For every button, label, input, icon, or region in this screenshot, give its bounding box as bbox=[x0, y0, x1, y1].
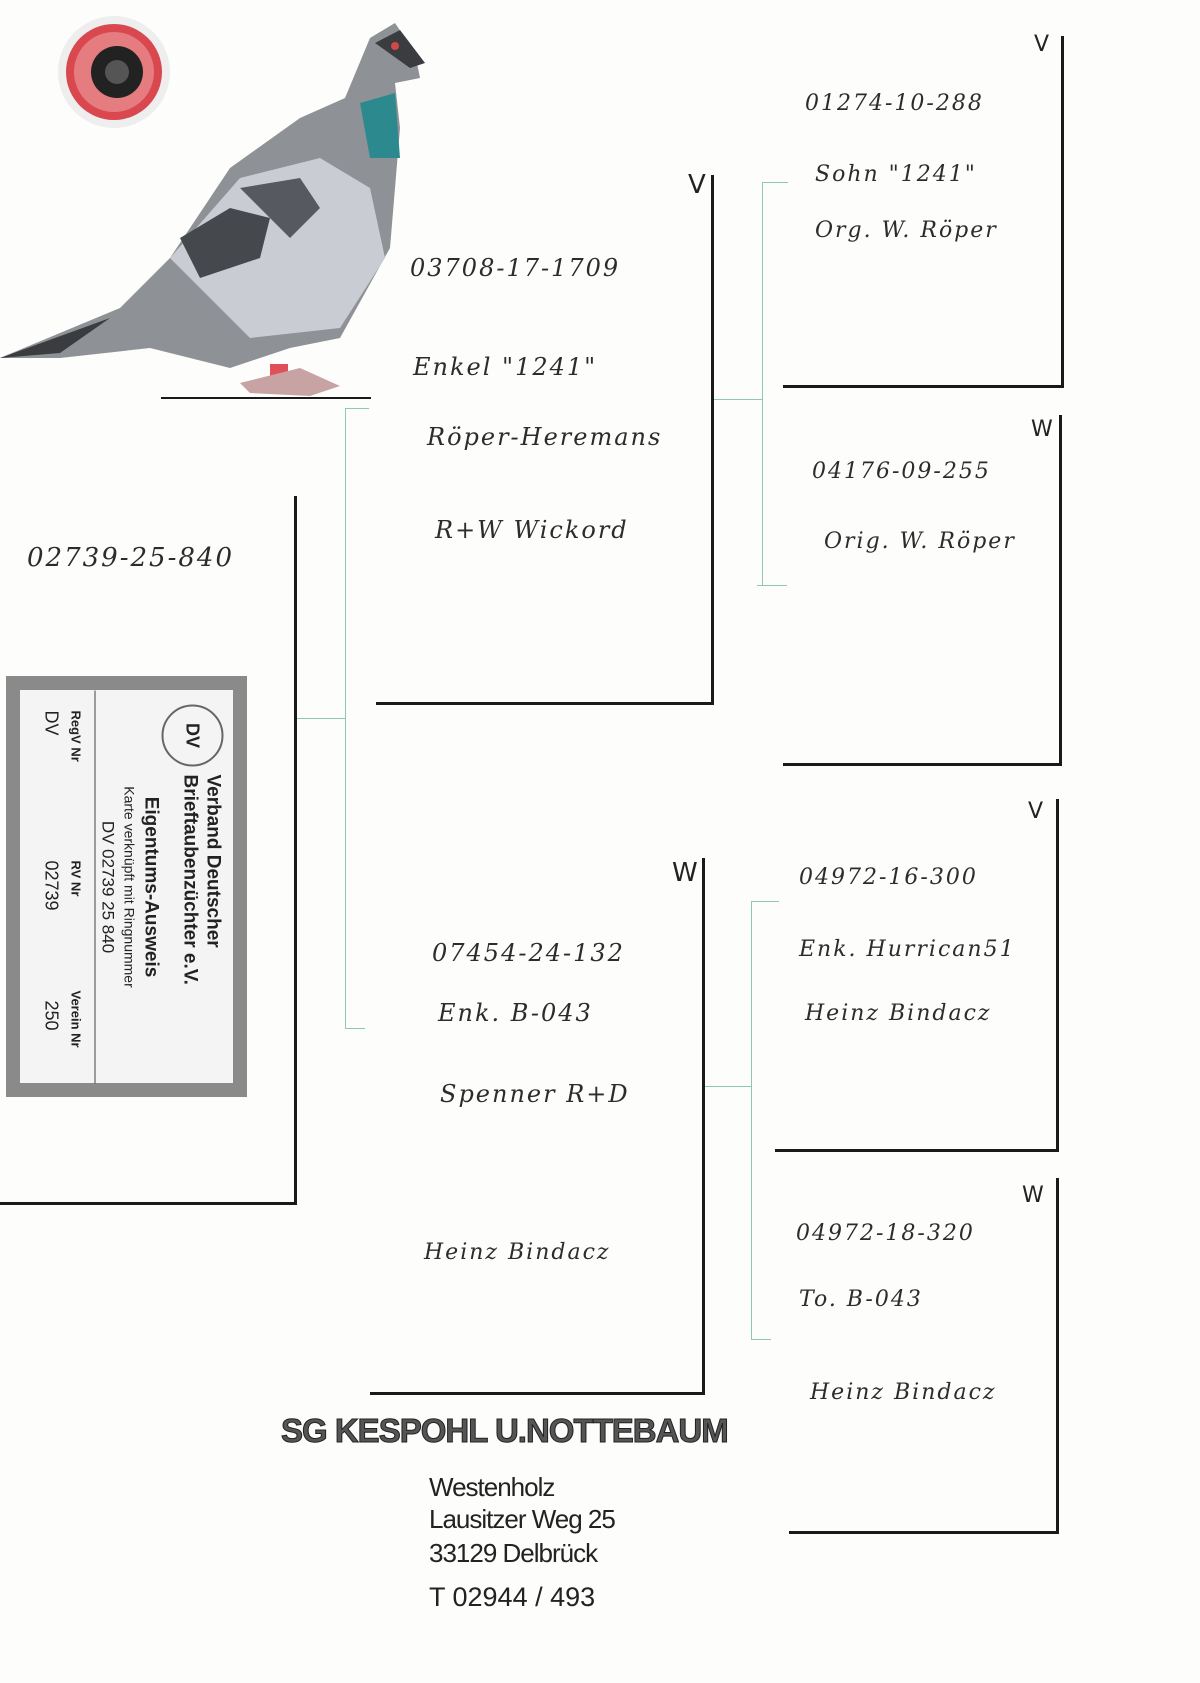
dam-dam-line-2: Heinz Bindacz bbox=[810, 1380, 997, 1405]
sire-bracket-vertical bbox=[711, 175, 714, 705]
card-org-line2: Brieftaubenzüchter e.V. bbox=[179, 774, 200, 985]
dam-sire-line-1: Enk. Hurrican51 bbox=[799, 937, 1016, 962]
dam-sire-sex: V bbox=[1028, 799, 1044, 824]
sire-dam-sex: W bbox=[1031, 417, 1053, 442]
dam-sex: W bbox=[672, 858, 698, 888]
card-org-line1: Verband Deutscher bbox=[202, 774, 223, 948]
card-value-regv: DV bbox=[41, 710, 61, 736]
breeder-address-1: Westenholz bbox=[429, 1472, 555, 1502]
ownership-card: DV Verband Deutscher Brieftaubenzüchter … bbox=[6, 676, 247, 1097]
card-value-verein: 250 bbox=[41, 1000, 61, 1031]
sire-bracket-bottom bbox=[376, 702, 714, 705]
subject-ring-number: 02739-25-840 bbox=[27, 543, 234, 573]
connector-sd-tick bbox=[757, 585, 787, 586]
card-label-verein: Verein Nr bbox=[68, 990, 83, 1048]
connector-ds-tick bbox=[751, 901, 779, 902]
sire-sire-sex: V bbox=[1034, 32, 1050, 57]
card-label-rv: RV Nr bbox=[68, 860, 83, 896]
connector-parents-vertical bbox=[345, 408, 346, 1028]
pigeon-photo bbox=[0, 8, 430, 400]
card-value-rv: 02739 bbox=[41, 860, 61, 911]
sire-sex: V bbox=[688, 170, 706, 200]
sire-sire-bracket-vertical bbox=[1061, 36, 1064, 388]
dam-bracket-vertical bbox=[702, 858, 705, 1395]
sire-line-2: Röper-Heremans bbox=[427, 423, 663, 451]
connector-dam-tick bbox=[345, 1028, 365, 1029]
sire-dam-line-1: Orig. W. Röper bbox=[824, 529, 1016, 554]
breeder-address-2: Lausitzer Weg 25 bbox=[429, 1504, 616, 1534]
dv-logo: DV bbox=[161, 704, 223, 766]
connector-sire-parents-vertical bbox=[762, 182, 763, 585]
connector-dam-parents-vertical bbox=[751, 901, 752, 1339]
dam-dam-bracket-vertical bbox=[1056, 1178, 1059, 1534]
connector-sire bbox=[712, 399, 762, 400]
sire-ring-number: 03708-17-1709 bbox=[410, 254, 621, 282]
dam-sire-line-2: Heinz Bindacz bbox=[805, 1001, 992, 1026]
eye-photo bbox=[55, 14, 173, 132]
dam-line-3: Heinz Bindacz bbox=[424, 1240, 611, 1265]
card-label-regv: RegV Nr bbox=[68, 710, 83, 762]
subject-bracket-vertical bbox=[294, 496, 297, 1204]
dam-bracket-bottom bbox=[370, 1392, 705, 1395]
sire-sire-line-2: Org. W. Röper bbox=[815, 218, 998, 243]
subject-bracket-bottom bbox=[0, 1202, 297, 1205]
sire-sire-line-1: Sohn "1241" bbox=[815, 162, 977, 187]
sire-dam-bracket-bottom bbox=[783, 763, 1062, 766]
dam-dam-bracket-bottom bbox=[789, 1531, 1059, 1534]
connector-subject bbox=[297, 718, 345, 719]
dam-line-1: Enk. B-043 bbox=[438, 999, 593, 1027]
dam-dam-ring-number: 04972-18-320 bbox=[796, 1221, 975, 1246]
breeder-address-3: 33129 Delbrück bbox=[429, 1538, 598, 1568]
pigeon-base-line bbox=[161, 397, 371, 399]
sire-dam-bracket-vertical bbox=[1059, 415, 1062, 766]
dam-sire-bracket-bottom bbox=[775, 1149, 1059, 1152]
sire-line-1: Enkel "1241" bbox=[413, 353, 598, 381]
dam-sire-ring-number: 04972-16-300 bbox=[799, 865, 978, 890]
pigeon-icon bbox=[0, 23, 425, 396]
dam-sire-bracket-vertical bbox=[1056, 799, 1059, 1152]
breeder-phone: T 02944 / 493 bbox=[429, 1582, 596, 1612]
sire-dam-ring-number: 04176-09-255 bbox=[812, 459, 991, 484]
card-ring: DV 02739 25 840 bbox=[94, 690, 117, 1083]
dam-line-2: Spenner R+D bbox=[440, 1080, 630, 1108]
connector-ss-tick bbox=[762, 182, 788, 183]
sire-line-3: R+W Wickord bbox=[435, 516, 629, 544]
connector-dd-tick bbox=[751, 1339, 771, 1340]
card-title: Eigentums-Ausweis bbox=[140, 796, 161, 977]
eye-icon bbox=[58, 16, 170, 128]
breeder-name: SG KESPOHL U.NOTTEBAUM bbox=[281, 1412, 730, 1450]
connector-dam bbox=[704, 1086, 751, 1087]
sire-sire-bracket-bottom bbox=[783, 385, 1064, 388]
sire-sire-ring-number: 01274-10-288 bbox=[805, 91, 984, 116]
dam-ring-number: 07454-24-132 bbox=[432, 939, 625, 967]
connector-sire-tick bbox=[345, 408, 369, 409]
card-subtitle: Karte verknüpft mit Ringnummer bbox=[121, 785, 137, 988]
dam-dam-line-1: To. B-043 bbox=[799, 1287, 923, 1312]
dam-dam-sex: W bbox=[1022, 1183, 1044, 1208]
